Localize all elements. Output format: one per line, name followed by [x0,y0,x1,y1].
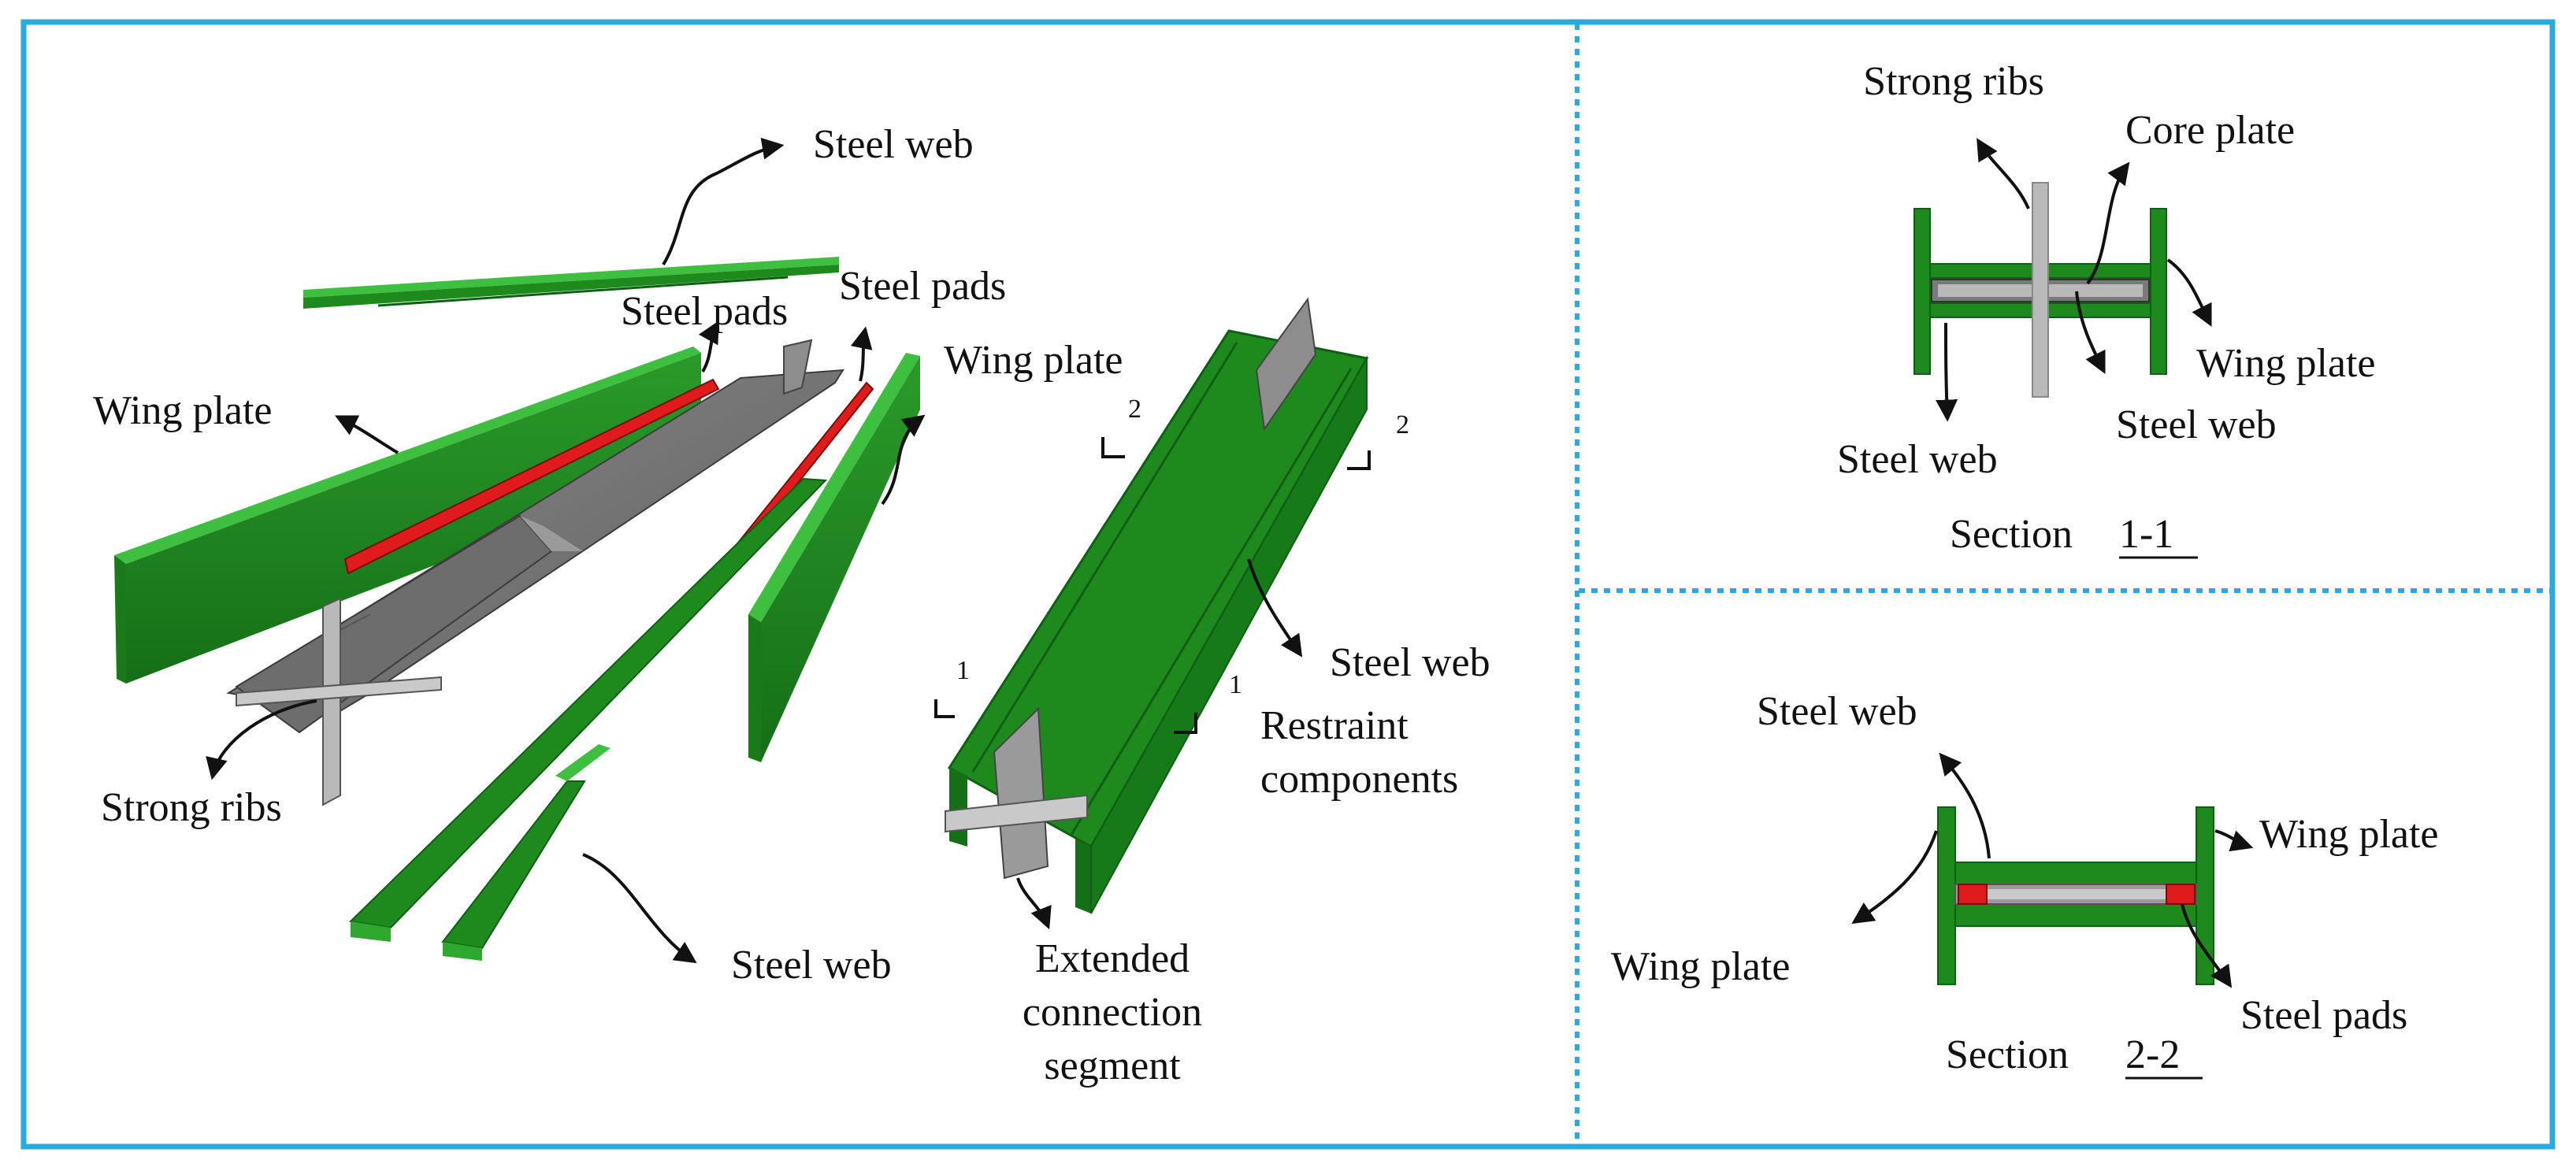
section-2-2: Steel web Wing plate Wing plate Steel pa… [1611,689,2439,1080]
s11-wing-plate-right [2150,208,2167,375]
outer-border [20,19,2556,1150]
s11-label-core-plate: Core plate [2125,108,2295,153]
label-steel-web-assembly: Steel web [1330,640,1490,685]
label-extended-line1: Extended [1035,936,1190,981]
s11-label-strong-ribs: Strong ribs [1863,59,2044,104]
s11-label-steel-web-right: Steel web [2116,402,2277,447]
label-wing-plate-right: Wing plate [944,338,1123,383]
s22-title-id: 2-2 [2125,1032,2180,1077]
s11-label-wing-plate: Wing plate [2196,341,2376,386]
panel-frame [20,19,2556,1150]
section-cut-marks [934,437,1371,734]
s22-label-steel-pads: Steel pads [2240,993,2407,1038]
s22-title-prefix: Section [1946,1032,2069,1077]
leader-arrows-left [206,137,1303,964]
label-wing-plate-left: Wing plate [93,388,273,433]
s11-wing-plate-left [1913,208,1931,375]
cut-mark-1-right: 1 [1229,670,1242,699]
steel-web-bottom-plate [348,477,828,961]
wing-plate-left-part [114,346,701,684]
label-extended-line3: segment [1044,1043,1181,1088]
label-extended-line2: connection [1023,990,1202,1035]
s22-core-plate-inner [1985,889,2166,899]
s22-steel-web-bottom [1954,903,2197,927]
s22-wing-plate-left [1937,806,1956,985]
assembled-member [945,297,1369,914]
label-strong-ribs: Strong ribs [101,785,282,830]
exploded-view: 2 2 1 1 Steel web Steel pads Steel pads … [93,122,1490,1088]
label-steel-web-bottom: Steel web [731,943,892,988]
s22-arrows [1851,752,2254,988]
s22-steel-pad-right [2166,884,2196,905]
label-steel-pads-a: Steel pads [621,289,788,334]
steel-web-top-plate [303,257,839,309]
s11-title-prefix: Section [1950,512,2073,557]
section-1-1: Strong ribs Core plate Wing plate Steel … [1837,59,2376,559]
cut-mark-2-left: 2 [1128,395,1141,424]
core-plate-part [226,339,844,806]
cut-mark-2-right: 2 [1396,410,1409,439]
s22-label-wing-plate-right: Wing plate [2259,812,2439,857]
s11-strong-rib [2032,182,2049,398]
label-restraint-line2: components [1260,757,1458,802]
s22-label-wing-plate-left: Wing plate [1611,944,1791,989]
s22-label-steel-web: Steel web [1757,689,1917,734]
s11-label-steel-web-left: Steel web [1837,437,1998,482]
s22-steel-web-top [1954,862,2197,885]
label-steel-web-top: Steel web [813,122,974,167]
label-steel-pads-b: Steel pads [839,264,1006,309]
s11-arrows [1936,138,2212,422]
s22-steel-pad-left [1958,884,1988,905]
cut-mark-1-left: 1 [956,656,970,685]
wing-plate-right-part [748,353,920,762]
label-restraint-line1: Restraint [1260,703,1409,748]
steel-pad-left-part [343,378,720,575]
s11-title-id: 1-1 [2119,512,2173,557]
